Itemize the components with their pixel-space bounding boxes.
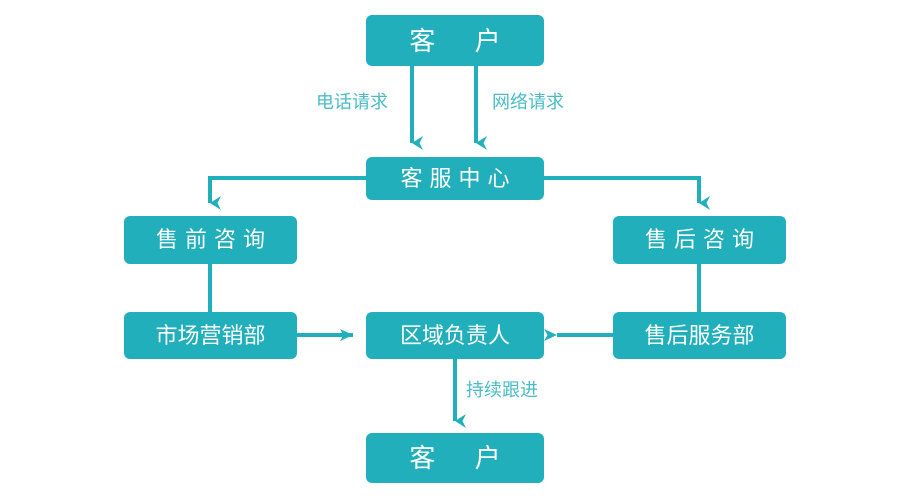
node-aftersale_dept[interactable]: 售后服务部 — [613, 312, 786, 359]
node-label: 客 户 — [409, 443, 517, 473]
node-label: 客 户 — [409, 25, 517, 56]
node-label: 市场营销部 — [155, 322, 266, 348]
node-marketing_dept[interactable]: 市场营销部 — [124, 312, 297, 359]
node-label: 售后咨询 — [644, 227, 761, 252]
node-regional_manager[interactable]: 区域负责人 — [366, 312, 544, 359]
node-label: 客服中心 — [400, 165, 517, 191]
node-service_center[interactable]: 客服中心 — [366, 157, 544, 200]
node-customer_bottom[interactable]: 客 户 — [366, 433, 544, 483]
edge-label-network_request: 网络请求 — [492, 92, 564, 112]
node-label: 售前咨询 — [155, 227, 272, 252]
edge-label-phone_request: 电话请求 — [316, 92, 388, 112]
edge-label-follow_up: 持续跟进 — [466, 380, 538, 400]
edge-center-to-aftersale — [544, 176, 710, 210]
node-aftersale_consult[interactable]: 售后咨询 — [613, 216, 786, 264]
node-label: 售后服务部 — [644, 322, 755, 348]
node-customer_top[interactable]: 客 户 — [366, 15, 544, 66]
edge-center-to-presale — [208, 176, 366, 210]
node-label: 区域负责人 — [399, 322, 510, 348]
node-presale_consult[interactable]: 售前咨询 — [124, 216, 297, 264]
